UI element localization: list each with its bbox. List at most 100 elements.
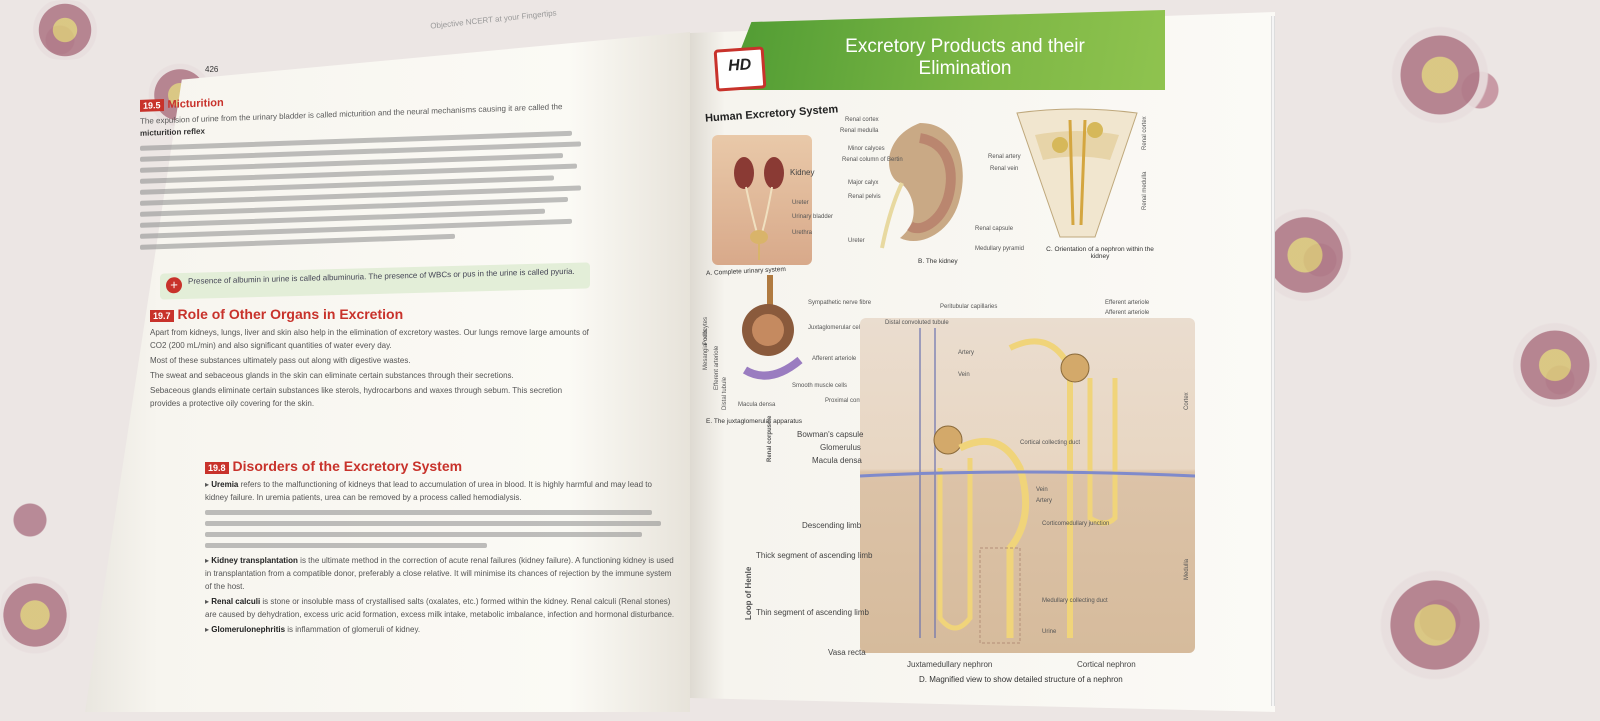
paragraph: Most of these substances ultimately pass…: [150, 356, 411, 365]
caption-d: D. Magnified view to show detailed struc…: [919, 675, 1123, 684]
page-number: 426: [205, 65, 219, 74]
label-afferent-arteriole-e: Afferent arteriole: [812, 356, 857, 362]
label-loop-of-henle: Loop of Henle: [744, 566, 753, 620]
label-ureter: Ureter: [792, 200, 809, 206]
label-artery-right: Artery: [1036, 498, 1053, 504]
label-bowmans-capsule: Bowman's capsule: [797, 430, 864, 439]
label-urethra: Urethra: [792, 230, 813, 236]
label-corticomedullary: Corticomedullary junction: [1042, 521, 1110, 527]
label-medullary-pyramid: Medullary pyramid: [975, 246, 1025, 252]
text-line: [205, 532, 643, 537]
paragraph: Apart from kidneys, lungs, liver and ski…: [150, 328, 589, 350]
label-medullary-cd: Medullary collecting duct: [1042, 598, 1108, 604]
label-urine: Urine: [1042, 629, 1057, 635]
caption-c: C. Orientation of a nephron within the k…: [1046, 246, 1154, 260]
label-vasa-recta: Vasa recta: [828, 648, 866, 657]
label-thin-ascending: Thin segment of ascending limb: [756, 608, 869, 617]
figure-nephron-orientation: [1015, 105, 1140, 240]
bedsheet-flower: [0, 560, 70, 670]
label-glomerulus: Glomerulus: [820, 443, 861, 452]
bedsheet-flower: [20, 0, 110, 60]
figure-nephron-detail: [859, 318, 1196, 653]
label-medulla: Medulla: [1184, 558, 1190, 580]
label-mesangial: Mesangial cells: [703, 328, 709, 370]
label-descending-limb: Descending limb: [802, 521, 862, 530]
chapter-title: Excretory Products and their Elimination: [845, 36, 1085, 79]
term: Renal calculi: [211, 597, 261, 606]
section-number: 19.7: [150, 310, 174, 322]
section-title: Micturition: [167, 96, 224, 111]
label-urinary-bladder: Urinary bladder: [792, 214, 834, 220]
label-thick-ascending: Thick segment of ascending limb: [756, 551, 873, 560]
plus-icon: +: [166, 277, 182, 294]
kidney-illustration: [880, 123, 963, 249]
paragraph: The sweat and sebaceous glands in the sk…: [150, 371, 514, 380]
section-title: Disorders of the Excretory System: [232, 458, 463, 474]
label-dct: Distal convoluted tubule: [885, 320, 949, 326]
page-edge: [1271, 16, 1275, 706]
term: Kidney transplantation: [211, 556, 298, 565]
label-renal-capsule: Renal capsule: [975, 226, 1014, 232]
urinary-system-illustration: [734, 157, 784, 260]
list-item: ▸ Renal calculi is stone or insoluble ma…: [205, 597, 675, 619]
label-renal-vein: Renal vein: [990, 166, 1019, 172]
term-text: is inflammation of glomeruli of kidney.: [287, 625, 421, 634]
label-macula-densa-e: Macula densa: [738, 402, 776, 408]
label-efferent-arteriole-e: Efferent arteriole: [714, 345, 720, 390]
label-vein-right: Vein: [1036, 487, 1048, 493]
label-cortical-nephron: Cortical nephron: [1077, 660, 1136, 669]
label-sympathetic-nerve: Sympathetic nerve fibre: [808, 300, 872, 306]
label-renal-pelvis: Renal pelvis: [848, 194, 881, 200]
section-title: Role of Other Organs in Excretion: [177, 306, 404, 322]
list-item: ▸ Uremia refers to the malfunctioning of…: [205, 480, 652, 502]
label-renal-artery: Renal artery: [988, 154, 1021, 160]
hd-badge: HD: [713, 46, 767, 92]
label-renal-medulla-c: Renal medulla: [1142, 171, 1148, 210]
section-number: 19.8: [205, 462, 229, 474]
label-efferent-d: Efferent arteriole: [1105, 300, 1150, 306]
label-macula-densa-d: Macula densa: [812, 456, 862, 465]
label-ureter-b: Ureter: [848, 238, 865, 244]
figure-urinary-system: [712, 135, 812, 265]
label-renal-column: Renal column of Bertin: [842, 157, 903, 163]
nephron-orientation-illustration: [1016, 108, 1138, 238]
section-number: 19.5: [140, 99, 164, 112]
label-kidney: Kidney: [790, 168, 815, 177]
chapter-banner: [725, 10, 1165, 90]
label-vein-top: Vein: [958, 372, 970, 378]
caption-e: E. The juxtaglomerular apparatus: [706, 418, 802, 425]
term-text: is the ultimate method in the correction…: [205, 556, 674, 591]
figure-kidney: [870, 118, 970, 253]
label-distal-tubule: Distal tubule: [722, 376, 728, 410]
label-minor-calyces: Minor calyces: [848, 146, 885, 152]
bold-term: micturition reflex: [140, 126, 205, 138]
term-text: refers to the malfunctioning of kidneys …: [205, 480, 652, 502]
label-renal-cortex: Renal cortex: [845, 117, 879, 123]
caption-b: B. The kidney: [918, 258, 958, 265]
label-cortical-cd: Cortical collecting duct: [1020, 440, 1081, 446]
label-major-calyx: Major calyx: [848, 180, 879, 186]
label-juxtamedullary: Juxtamedullary nephron: [907, 660, 993, 669]
juxtaglomerular-illustration: [742, 275, 803, 380]
text-line: [205, 543, 487, 548]
nephron-illustration: [859, 328, 1196, 644]
list-item: ▸ Glomerulonephritis is inflammation of …: [205, 625, 421, 634]
term: Uremia: [211, 480, 239, 489]
bedsheet-flower: [1370, 560, 1500, 690]
label-artery-top: Artery: [958, 350, 975, 356]
paragraph: Sebaceous glands eliminate certain subst…: [150, 386, 563, 408]
figure-juxtaglomerular: [730, 275, 810, 395]
label-afferent-d: Afferent arteriole: [1105, 310, 1150, 316]
label-peritubular: Peritubular capillaries: [940, 304, 998, 310]
label-renal-medulla: Renal medulla: [840, 128, 879, 134]
term-text: is stone or insoluble mass of crystallis…: [205, 597, 675, 619]
bedsheet-flower: [1510, 310, 1600, 420]
label-jg-cells: Juxtaglomerular cells: [808, 325, 865, 331]
label-cortex: Cortex: [1184, 392, 1190, 410]
label-renal-cortex-c: Renal cortex: [1142, 116, 1148, 150]
